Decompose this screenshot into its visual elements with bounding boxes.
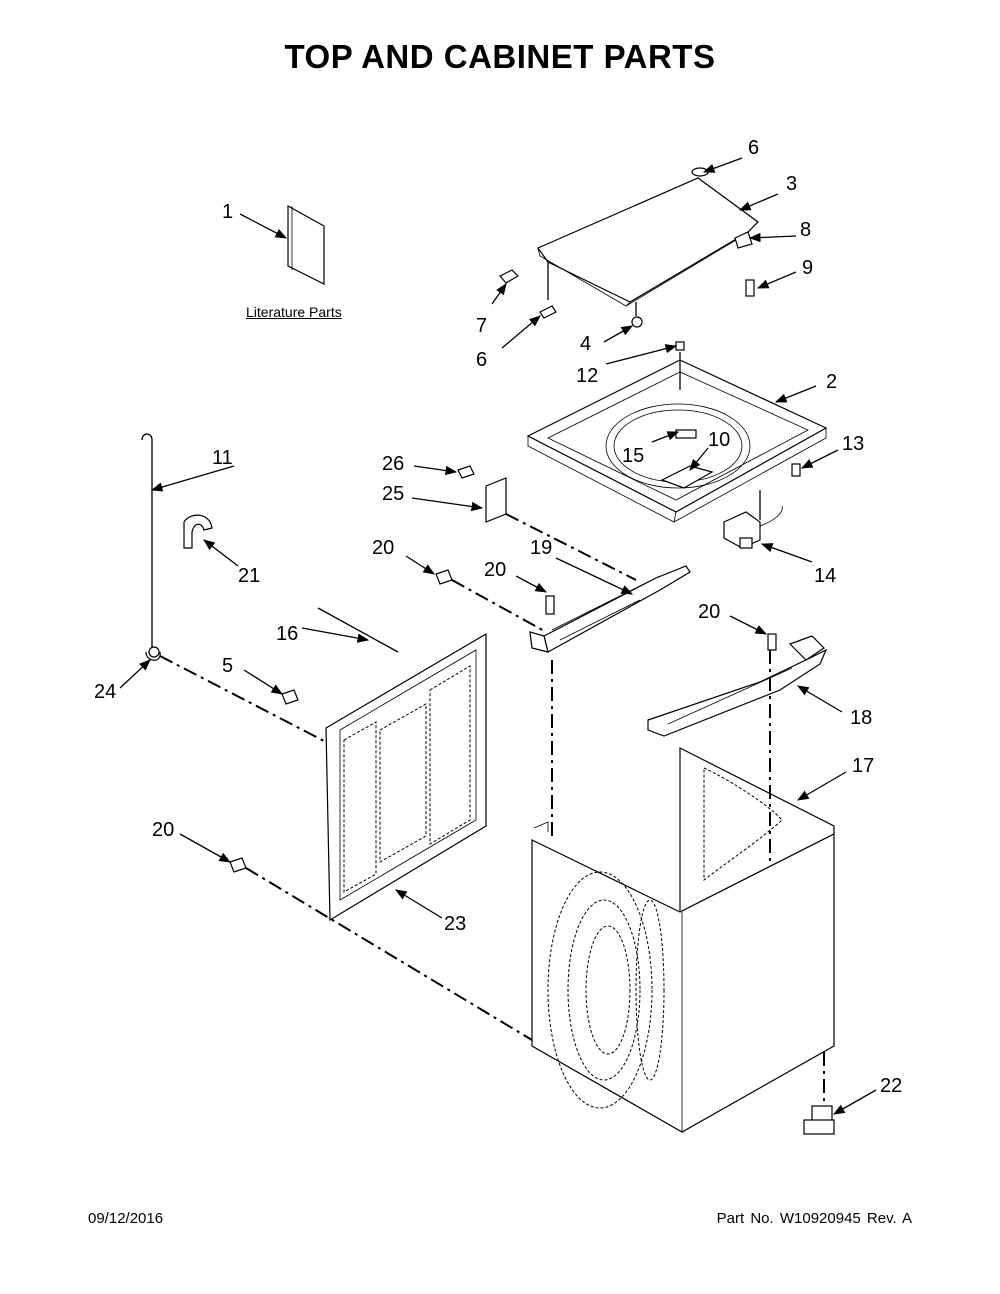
callout-17: 17 xyxy=(852,755,874,777)
callout-11: 11 xyxy=(212,447,233,469)
callout-8: 8 xyxy=(800,219,811,241)
callout-26: 26 xyxy=(382,453,404,475)
clip-24 xyxy=(148,646,160,658)
callout-4: 4 xyxy=(580,333,591,355)
callout-13: 13 xyxy=(842,433,864,455)
rod-16 xyxy=(317,607,399,653)
leader-lines xyxy=(119,157,877,1115)
callout-6: 6 xyxy=(748,137,759,159)
page-title: TOP AND CABINET PARTS xyxy=(284,38,716,75)
callout-20: 20 xyxy=(372,537,394,559)
bracket-25 xyxy=(485,477,507,523)
lid-switch xyxy=(723,505,783,549)
callout-20: 20 xyxy=(152,819,174,841)
assembly-lines xyxy=(159,513,825,1104)
callout-23: 23 xyxy=(444,913,466,935)
callout-numbers: 1 6 3 8 9 7 6 4 12 2 15 10 13 14 11 21 2… xyxy=(94,137,902,1097)
screw-20 xyxy=(229,857,247,873)
callout-7: 7 xyxy=(476,315,487,337)
screw-13 xyxy=(791,463,801,477)
callout-24: 24 xyxy=(94,681,116,703)
callout-12: 12 xyxy=(576,365,598,387)
callout-25: 25 xyxy=(382,483,404,505)
clip-5 xyxy=(281,689,299,705)
callout-21: 21 xyxy=(238,565,260,587)
callout-20: 20 xyxy=(484,559,506,581)
footer-date: 09/12/2016 xyxy=(88,1210,164,1227)
callout-20: 20 xyxy=(698,601,720,623)
leveling-foot xyxy=(803,1105,835,1135)
hose-clip xyxy=(183,514,213,549)
bracket-19 xyxy=(529,565,691,653)
callout-19: 19 xyxy=(530,537,552,559)
drain-hose xyxy=(141,433,161,661)
callout-14: 14 xyxy=(814,565,836,587)
literature-booklet xyxy=(287,204,325,285)
rear-panel xyxy=(325,632,487,922)
callout-1: 1 xyxy=(222,201,233,223)
screw-20 xyxy=(435,569,453,585)
callout-15: 15 xyxy=(622,445,644,467)
screw-26 xyxy=(457,465,475,479)
lid xyxy=(537,177,759,307)
cabinet xyxy=(531,821,835,1133)
callout-2: 2 xyxy=(826,371,837,393)
callout-10: 10 xyxy=(708,429,730,451)
callout-6: 6 xyxy=(476,349,487,371)
callout-3: 3 xyxy=(786,173,797,195)
bracket-18 xyxy=(647,633,828,737)
literature-parts-label: Literature Parts xyxy=(246,304,342,320)
callout-9: 9 xyxy=(802,257,813,279)
callout-22: 22 xyxy=(880,1075,902,1097)
callout-5: 5 xyxy=(222,655,233,677)
callout-18: 18 xyxy=(850,707,872,729)
callout-16: 16 xyxy=(276,623,298,645)
top-panel xyxy=(526,352,828,523)
footer-part-number: Part No. W10920945 Rev. A xyxy=(716,1210,912,1227)
